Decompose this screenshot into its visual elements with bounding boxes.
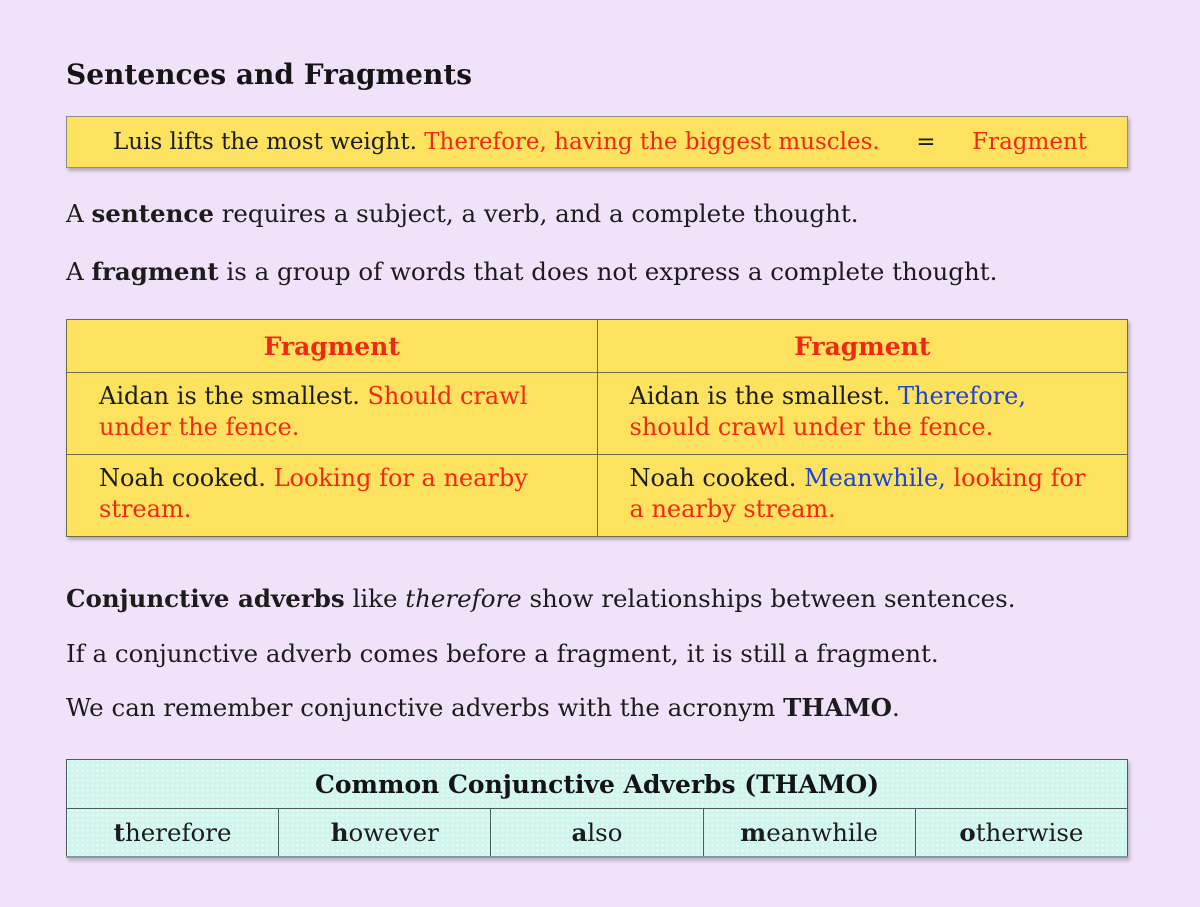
- text-segment: m: [740, 817, 767, 847]
- fragment-cell-aidan-left: Aidan is the smallest. Should crawl unde…: [66, 372, 598, 455]
- fragment-table-header-row: Fragment Fragment: [66, 319, 1128, 373]
- text-segment: THAMO: [783, 693, 892, 722]
- text-segment: Aidan is the smallest.: [629, 382, 898, 410]
- text-segment: A: [66, 199, 92, 228]
- fragment-table: Fragment Fragment Aidan is the smallest.…: [66, 319, 1128, 537]
- thamo-cell-meanwhile: meanwhile: [702, 808, 916, 857]
- text-segment: =: [879, 129, 973, 155]
- thamo-table: Common Conjunctive Adverbs (THAMO) there…: [65, 759, 1129, 858]
- text-segment: Looking for a nearby stream.: [99, 464, 528, 523]
- text-segment: requires a subject, a verb, and a comple…: [213, 199, 859, 228]
- fragment-rule: If a conjunctive adverb comes before a f…: [66, 639, 1128, 668]
- text-segment: a: [571, 817, 588, 847]
- fragment-definition: A fragment is a group of words that does…: [66, 257, 1128, 286]
- thamo-table-title: Common Conjunctive Adverbs (THAMO): [66, 759, 1128, 809]
- text-segment: Noah cooked.: [99, 464, 274, 492]
- thamo-table-header-row: Common Conjunctive Adverbs (THAMO): [66, 759, 1128, 809]
- text-segment: We can remember conjunctive adverbs with…: [66, 693, 784, 722]
- conjunctive-adverb-definition: Conjunctive adverbs like therefore show …: [66, 584, 1128, 613]
- example-box: Luis lifts the most weight. Therefore, h…: [66, 116, 1128, 168]
- text-segment: fragment: [91, 257, 219, 286]
- text-segment: Conjunctive adverbs: [66, 584, 345, 613]
- fragment-cell-noah-left: Noah cooked. Looking for a nearby stream…: [66, 454, 598, 537]
- text-segment: Meanwhile,: [804, 464, 946, 492]
- text-segment: .: [891, 693, 900, 722]
- sentence-definition: A sentence requires a subject, a verb, a…: [66, 199, 1128, 228]
- text-segment: lso: [587, 817, 623, 847]
- text-segment: owever: [348, 817, 439, 847]
- text-segment: If a conjunctive adverb comes before a f…: [66, 639, 939, 668]
- example-sentence: Luis lifts the most weight. Therefore, h…: [113, 129, 1087, 155]
- text-segment: A: [66, 257, 92, 286]
- text-segment: looking for a nearby stream.: [629, 464, 1086, 523]
- fragment-table-header-left: Fragment: [66, 319, 598, 373]
- text-segment: Aidan is the smallest.: [99, 382, 368, 410]
- page-title: Sentences and Fragments: [66, 58, 473, 91]
- fragment-cell-noah-right: Noah cooked. Meanwhile, looking for a ne…: [596, 454, 1128, 537]
- text-segment: Should crawl under the fence.: [99, 382, 528, 441]
- text-segment: should crawl under the fence.: [629, 413, 994, 441]
- text-segment: Fragment: [972, 129, 1087, 155]
- text-segment: h: [330, 817, 349, 847]
- text-segment: Therefore,: [897, 382, 1026, 410]
- text-segment: therwise: [975, 817, 1084, 847]
- table-row: therefore however also meanwhile otherwi…: [65, 808, 1129, 857]
- table-row: Aidan is the smallest. Should crawl unde…: [66, 372, 1128, 455]
- fragment-cell-aidan-right: Aidan is the smallest. Therefore, should…: [596, 372, 1128, 455]
- text-segment: is a group of words that does not expres…: [218, 257, 998, 286]
- text-segment: Luis lifts the most weight.: [113, 129, 425, 155]
- text-segment: Noah cooked.: [629, 464, 805, 492]
- text-segment: sentence: [91, 199, 214, 228]
- table-row: Noah cooked. Looking for a nearby stream…: [66, 454, 1128, 537]
- fragment-table-header-right: Fragment: [596, 319, 1128, 373]
- thamo-acronym: We can remember conjunctive adverbs with…: [66, 693, 1128, 722]
- thamo-cell-therefore: therefore: [65, 808, 280, 857]
- text-segment: Therefore, having the biggest muscles.: [424, 129, 880, 155]
- thamo-cell-also: also: [490, 808, 704, 857]
- text-segment: herefore: [124, 817, 232, 847]
- thamo-cell-otherwise: otherwise: [914, 808, 1129, 857]
- text-segment: o: [959, 817, 976, 847]
- thamo-cell-however: however: [278, 808, 492, 857]
- text-segment: eanwhile: [766, 817, 879, 847]
- text-segment: like: [344, 584, 406, 613]
- text-segment: t: [113, 817, 125, 847]
- text-segment: therefore: [405, 584, 522, 613]
- text-segment: show relationships between sentences.: [521, 584, 1016, 613]
